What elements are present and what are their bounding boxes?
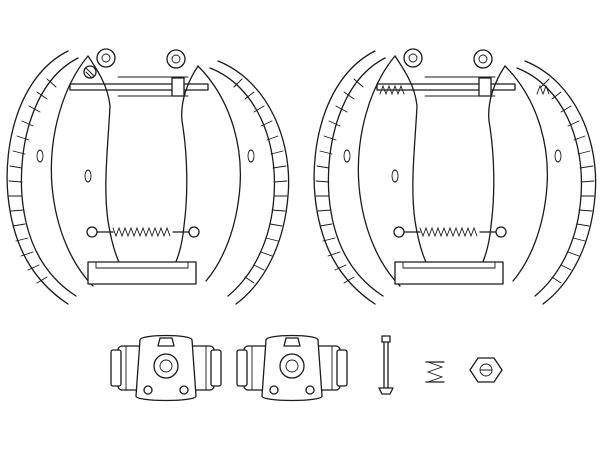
adjuster-nut [469,357,503,383]
hold-down-spring [425,361,445,383]
brake-shoe-assembly-left [6,48,290,305]
wheel-cylinder-left [110,334,222,402]
wheel-cylinder-right [236,334,348,402]
retaining-pin [378,335,394,395]
brake-shoe-assembly-right [313,48,597,305]
